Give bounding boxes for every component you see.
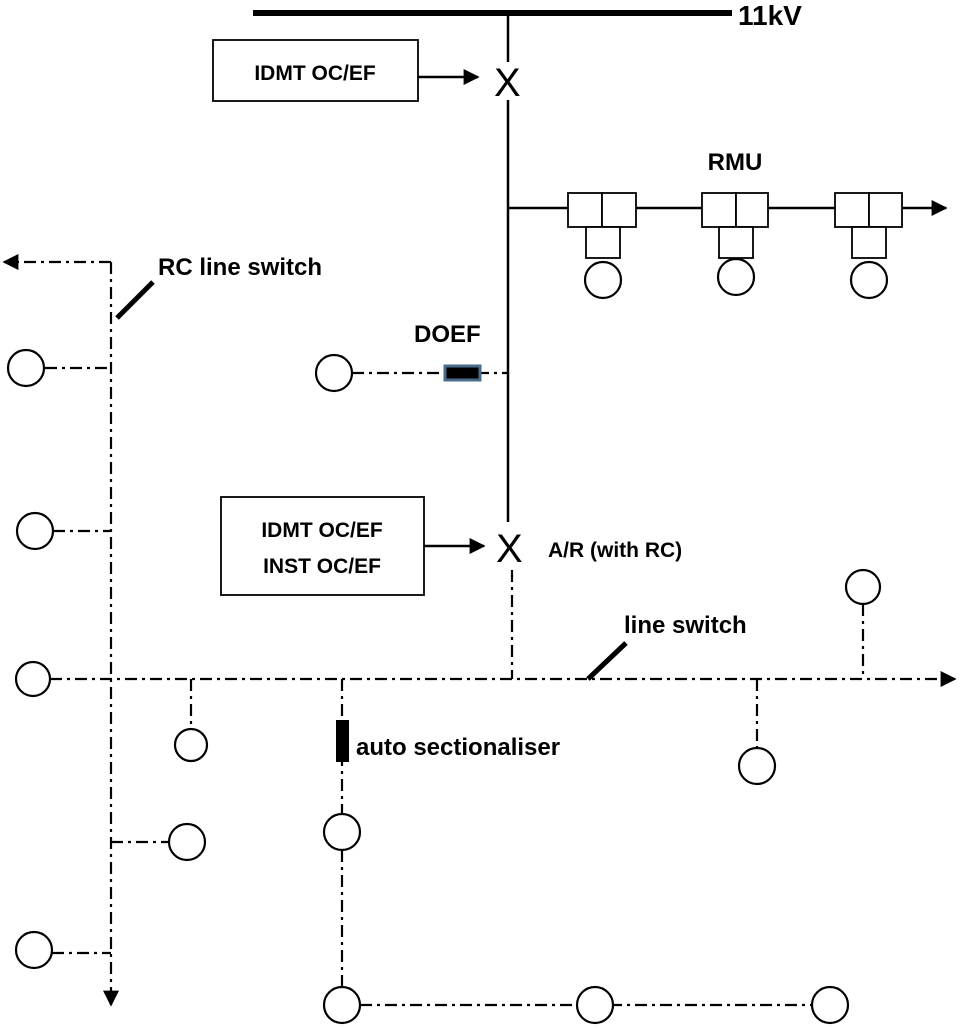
relay-box-bottom-line-1: IDMT OC/EF bbox=[261, 519, 382, 542]
rmu-unit-1-node-icon bbox=[583, 260, 623, 300]
doef-device bbox=[443, 364, 482, 382]
right-up-node-icon bbox=[844, 568, 882, 606]
ar-breaker-icon: X bbox=[496, 527, 523, 571]
rmu-unit-3-node-icon bbox=[849, 260, 889, 300]
rc-line-switch-label: RC line switch bbox=[158, 254, 322, 281]
rmu-unit-1 bbox=[567, 192, 637, 300]
relay-box-bottom bbox=[220, 496, 425, 596]
relay-box-bottom-line-2: INST OC/EF bbox=[263, 555, 381, 578]
lateral-left-node-icon bbox=[14, 660, 52, 698]
rc-line-switch-icon bbox=[115, 280, 155, 320]
rc-tap-2-node-icon bbox=[15, 511, 55, 551]
left-sub-node-icon bbox=[173, 727, 209, 763]
sectionaliser-node-2-icon bbox=[322, 985, 362, 1025]
line-switch-label: line switch bbox=[624, 612, 747, 639]
rmu-label: RMU bbox=[708, 149, 763, 176]
rc-tap-4-node-icon bbox=[14, 930, 54, 970]
rmu-unit-2-node-icon bbox=[716, 257, 756, 297]
relay-box-top-line-1: IDMT OC/EF bbox=[254, 62, 375, 85]
right-down-node-icon bbox=[737, 746, 777, 786]
sectionaliser-node-1-icon bbox=[322, 812, 362, 852]
top-breaker-icon: X bbox=[494, 61, 521, 105]
line-switch-icon bbox=[586, 641, 628, 681]
bottom-chain-node-1-icon bbox=[575, 985, 615, 1025]
rc-tap-1-node-icon bbox=[6, 348, 46, 388]
auto-sectionaliser-label: auto sectionaliser bbox=[356, 734, 560, 761]
doef-node-icon bbox=[314, 353, 354, 393]
ar-label: A/R (with RC) bbox=[548, 539, 682, 562]
doef-label: DOEF bbox=[414, 321, 481, 348]
bottom-chain-node-2-icon bbox=[810, 985, 850, 1025]
busbar-label: 11kV bbox=[738, 0, 802, 31]
rmu-unit-3 bbox=[834, 192, 903, 300]
relay-box-top bbox=[212, 39, 419, 102]
rmu-unit-2 bbox=[701, 192, 769, 297]
rc-tap-3-node-icon bbox=[167, 822, 207, 862]
auto-sectionaliser-device bbox=[336, 720, 349, 762]
